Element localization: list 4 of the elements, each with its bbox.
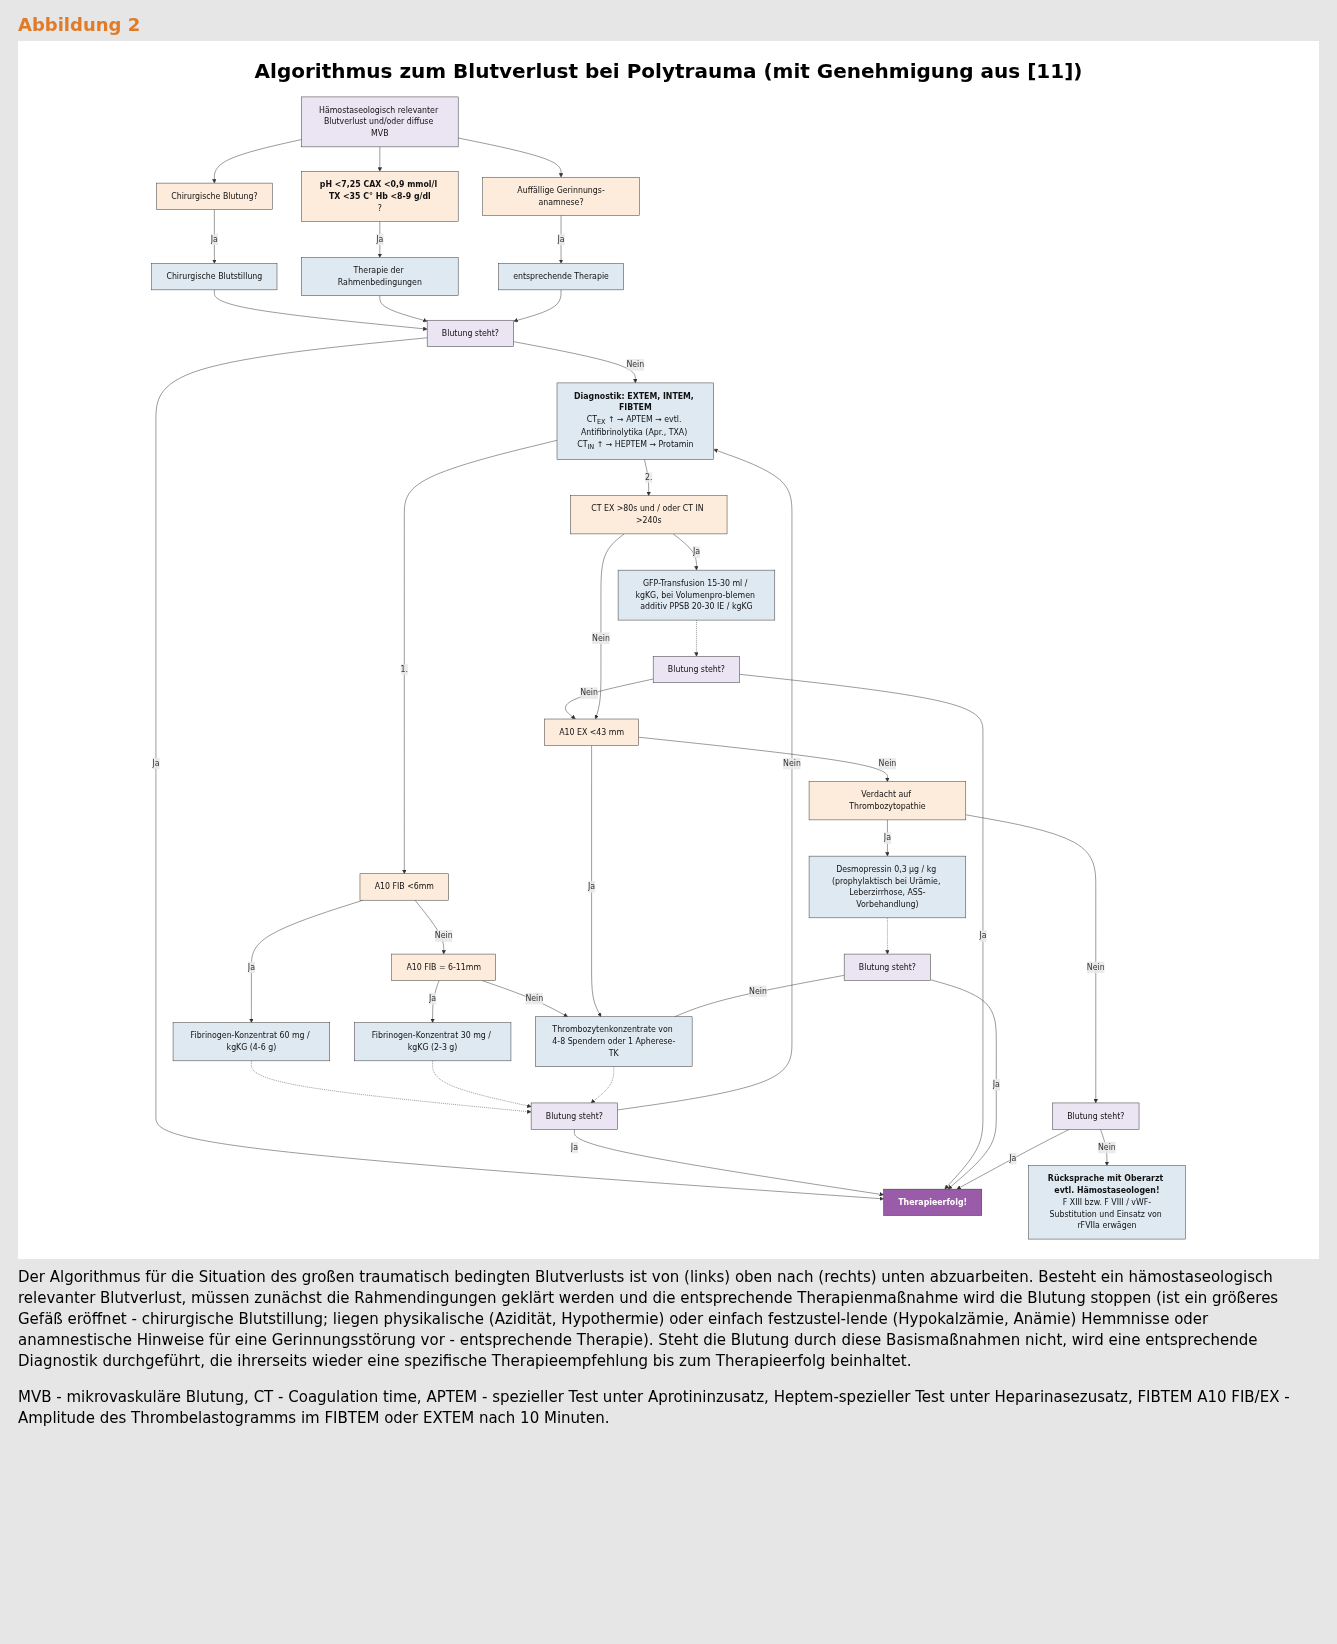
figure-label: Abbildung 2 bbox=[18, 14, 141, 35]
caption: Der Algorithmus für die Situation des großen traumatisch bedingten Blutverlusts ist von (links) oben nach (rechts) unten abzuarbeiten. Besteht ein hämostaseologisch relevanter Blutverlust, müssen zunächst die Rahmendingungen geklärt werden und die entsprechende Therapienmaßnahme wird die Blutung stoppen (ist ein größeres Gefäß eröffnet - chirurgische Blutstillung; liegen physikalische (Azidität, Hypothermie) oder einfach festzustel-lende (Hypokalzämie, Anämie) Hemmnisse oder anamnestische Hinweise für eine Gerinnungsstörung vor - entsprechende Therapie). Steht die Blutung durch diese Basismaßnahmen nicht, wird eine entsprechende Diagnostik durchgeführt, die ihrerseits wieder eine spezifische Therapieempfehlung bis zum Therapieerfolg beinhaltet. bbox=[18, 1267, 1280, 1372]
diagram-title: Algorithmus zum Blutverlust bei Polytrauma (mit Genehmigung aus [11]) bbox=[253, 59, 1084, 83]
note-text: MVB - mikrovaskuläre Blutung, CT - Coagulation time, APTEM - spezieller Test unter Aprotininzusatz, Heptem-spezieller Test unter Heparinasezusatz, FIBTEM A10 FIB/EX - Amplitude des Thrombelastogramms im FIBTEM oder EXTEM nach 10 Minuten. bbox=[18, 1387, 1291, 1429]
